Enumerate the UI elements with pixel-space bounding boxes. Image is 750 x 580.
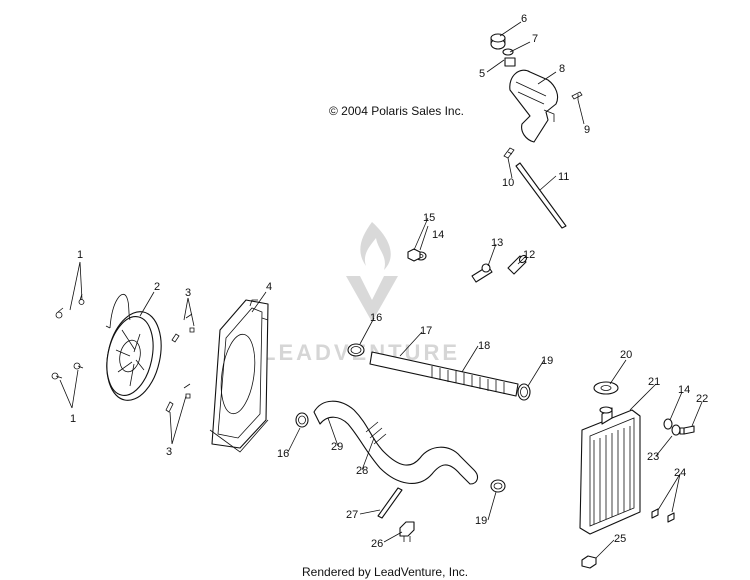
clamp-16-lower bbox=[295, 412, 309, 428]
callout-3: 3 bbox=[185, 287, 191, 299]
screw-9 bbox=[571, 91, 583, 100]
fitting-13 bbox=[471, 263, 493, 283]
callout-17: 17 bbox=[420, 325, 432, 337]
callout-4: 4 bbox=[266, 281, 272, 293]
callout-14: 14 bbox=[432, 229, 444, 241]
callout-28: 28 bbox=[356, 465, 368, 477]
callout-16: 16 bbox=[277, 448, 289, 460]
callout-19: 19 bbox=[541, 355, 553, 367]
callout-21: 21 bbox=[648, 376, 660, 388]
fan-shroud bbox=[209, 299, 269, 453]
screw-1-lower bbox=[51, 362, 84, 380]
callout-25: 25 bbox=[614, 533, 626, 545]
radiator-cap bbox=[593, 381, 619, 395]
callout-8: 8 bbox=[559, 63, 565, 75]
cooling-fan bbox=[105, 294, 162, 401]
washer-14b bbox=[663, 418, 673, 430]
callout-19: 19 bbox=[475, 515, 487, 527]
callout-29: 29 bbox=[331, 441, 343, 453]
coolant-reservoir bbox=[509, 69, 559, 143]
callout-7: 7 bbox=[532, 33, 538, 45]
clamp-19-lower bbox=[490, 479, 506, 493]
callout-13: 13 bbox=[491, 237, 503, 249]
clamp-19-upper bbox=[517, 383, 531, 401]
callout-15: 15 bbox=[423, 212, 435, 224]
fitting-5 bbox=[504, 57, 516, 67]
callout-20: 20 bbox=[620, 349, 632, 361]
callout-3: 3 bbox=[166, 446, 172, 458]
fitting-10 bbox=[503, 147, 515, 159]
washer-23 bbox=[671, 424, 681, 436]
callout-18: 18 bbox=[478, 340, 490, 352]
callout-24: 24 bbox=[674, 467, 686, 479]
clamp-16-upper bbox=[347, 343, 365, 357]
nut-15 bbox=[407, 248, 421, 262]
callout-2: 2 bbox=[154, 281, 160, 293]
callout-12: 12 bbox=[523, 249, 535, 261]
gasket-7 bbox=[502, 48, 514, 56]
leader-lines bbox=[59, 21, 703, 559]
callout-1: 1 bbox=[70, 413, 76, 425]
callout-11: 11 bbox=[558, 171, 569, 183]
callout-26: 26 bbox=[371, 538, 383, 550]
drain-plug-25 bbox=[581, 555, 597, 569]
grommet-24 bbox=[651, 508, 675, 523]
footer-text: Rendered by LeadVenture, Inc. bbox=[302, 565, 468, 579]
clip-3-lower bbox=[165, 383, 191, 413]
callout-1: 1 bbox=[77, 249, 83, 261]
copyright-text: © 2004 Polaris Sales Inc. bbox=[329, 104, 464, 118]
callout-10: 10 bbox=[502, 177, 514, 189]
callout-22: 22 bbox=[696, 393, 708, 405]
radiator bbox=[579, 406, 641, 535]
coolant-tube bbox=[369, 351, 519, 397]
bolt-22 bbox=[679, 425, 695, 435]
tie-strap-27 bbox=[377, 487, 403, 519]
push-clip-26 bbox=[399, 521, 415, 542]
radiator-hose bbox=[313, 400, 479, 485]
callout-14: 14 bbox=[678, 384, 690, 396]
tube-11 bbox=[515, 162, 567, 229]
callout-23: 23 bbox=[647, 451, 659, 463]
callout-5: 5 bbox=[479, 68, 485, 80]
watermark-logo bbox=[346, 222, 398, 322]
reservoir-cap bbox=[490, 33, 506, 50]
callout-16: 16 bbox=[370, 312, 382, 324]
screw-1-upper bbox=[55, 293, 85, 319]
clip-3-upper bbox=[171, 313, 195, 343]
callout-9: 9 bbox=[584, 124, 590, 136]
callout-27: 27 bbox=[346, 509, 358, 521]
callouts: 1 1 2 3 3 4 5 6 7 8 9 10 11 12 13 14 14 … bbox=[70, 13, 708, 550]
callout-6: 6 bbox=[521, 13, 527, 25]
